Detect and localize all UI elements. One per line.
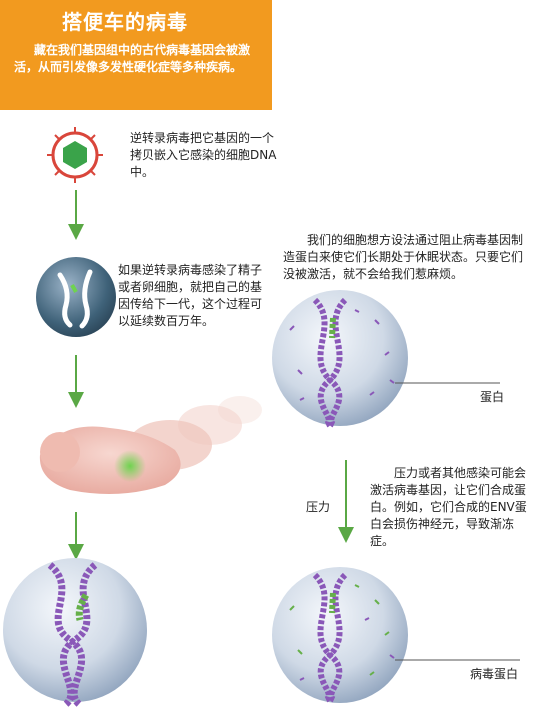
header-banner	[0, 0, 272, 110]
step-1-text: 逆转录病毒把它基因的一个拷贝嵌入它感染的细胞DNA中。	[130, 131, 277, 179]
cell-with-viral-gene-left	[3, 558, 147, 708]
retrovirus-icon	[47, 127, 103, 183]
embryo-generations-illustration	[39, 396, 262, 494]
infected-cell-icon	[36, 257, 116, 337]
page-title: 搭便车的病毒	[62, 10, 188, 34]
step-3-text: 我们的细胞想方设法通过阻止病毒基因制造蛋白来使它们长期处于休眠状态。只要它们没被…	[283, 233, 524, 281]
step-4-text: 压力或者其他感染可能会激活病毒基因，让它们合成蛋白。例如，它们合成的ENV蛋白会…	[370, 466, 527, 548]
protein-label: 蛋白	[480, 390, 505, 404]
cell-activated	[272, 567, 408, 703]
virus-protein-label: 病毒蛋白	[470, 667, 519, 681]
pressure-label: 压力	[306, 500, 331, 514]
header-description: 藏在我们基因组中的古代病毒基因会被激活，从而引发像多发性硬化症等多种疾病。	[14, 43, 251, 74]
step-2-text: 如果逆转录病毒感染了精子或者卵细胞，就把自己的基因传给下一代，这个过程可以延续数…	[118, 263, 263, 328]
cell-dormant	[272, 290, 408, 428]
